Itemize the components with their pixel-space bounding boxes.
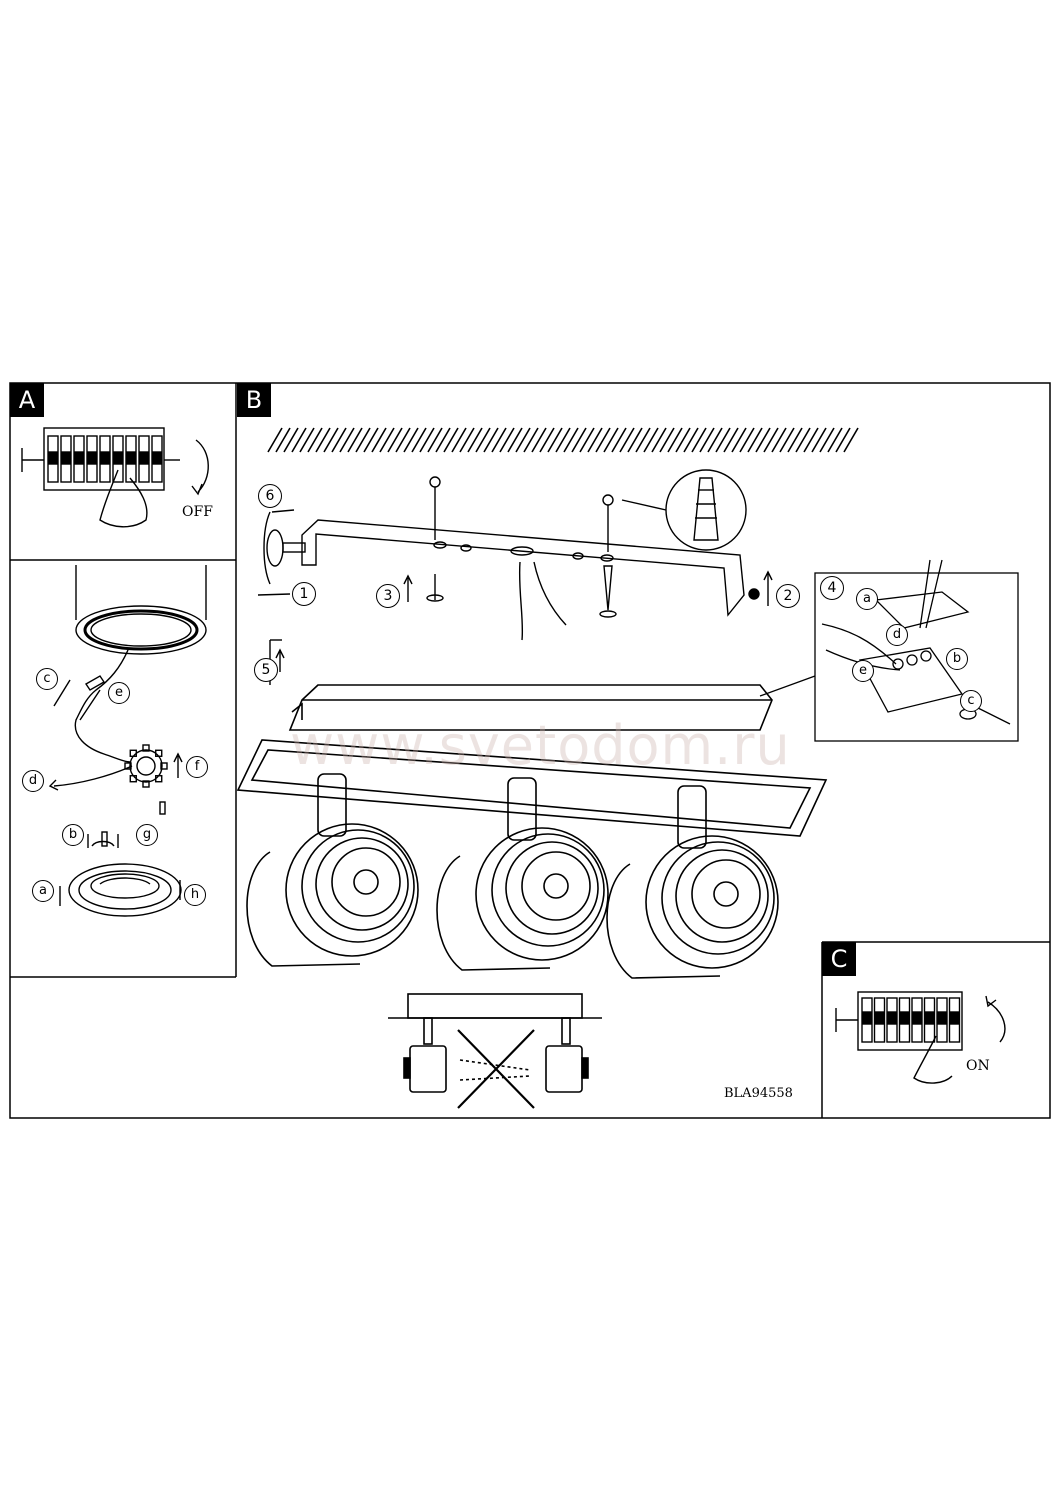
watermark: www.svetodom.ru	[290, 714, 791, 777]
switch-on-label: ON	[966, 1058, 990, 1074]
letter-b-wiring: b	[946, 648, 968, 670]
letter-d-left: d	[22, 770, 44, 792]
incorrect-orientation-illustration	[388, 993, 602, 1109]
step-2: 2	[776, 584, 800, 608]
model-code: BLA94558	[724, 1086, 793, 1101]
step-1: 1	[292, 582, 316, 606]
outer-frame	[9, 382, 1051, 1119]
letter-e-left: e	[108, 682, 130, 704]
letter-f-left: f	[186, 756, 208, 778]
letter-g-left: g	[136, 824, 158, 846]
wiring-detail	[759, 559, 1019, 742]
panel-label-a: A	[10, 383, 44, 417]
letter-b-left: b	[62, 824, 84, 846]
panel-label-c: C	[822, 942, 856, 976]
step-5: 5	[254, 658, 278, 682]
spotlight-fixture	[236, 684, 828, 979]
letter-h-left: h	[184, 884, 206, 906]
mounting-bracket	[257, 469, 773, 685]
letter-a-left: a	[32, 880, 54, 902]
letter-c-wiring: c	[960, 690, 982, 712]
step-6: 6	[258, 484, 282, 508]
breaker-on-illustration	[835, 991, 1006, 1084]
switch-off-label: OFF	[182, 504, 213, 520]
ceiling-hatch	[267, 427, 859, 453]
letter-c-left: c	[36, 668, 58, 690]
breaker-off-illustration	[21, 427, 209, 528]
letter-e-wiring: e	[852, 660, 874, 682]
letter-a-wiring: a	[856, 588, 878, 610]
lamp-disassembly-illustration	[48, 565, 207, 917]
step-4: 4	[820, 576, 844, 600]
step-3: 3	[376, 584, 400, 608]
letter-d-wiring: d	[886, 624, 908, 646]
panel-label-b: B	[237, 383, 271, 417]
